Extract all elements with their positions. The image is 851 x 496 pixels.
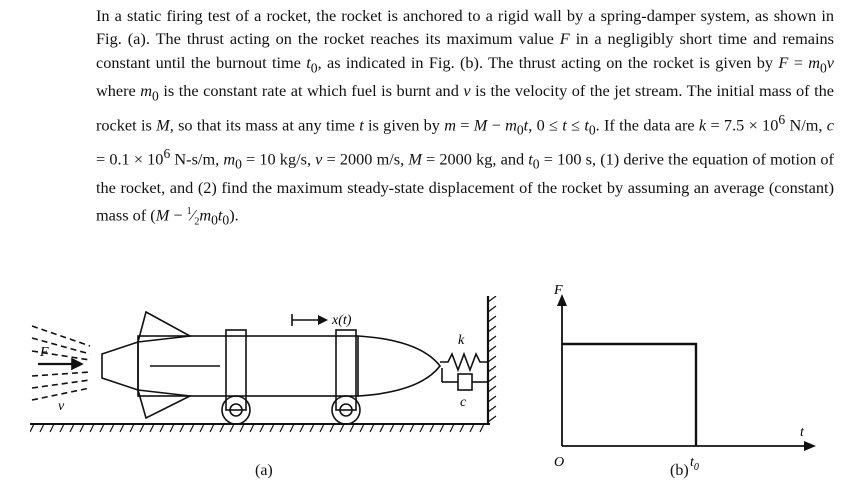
- figure-a: F v x(t) k c (a): [29, 295, 510, 486]
- label-k: k: [458, 333, 465, 348]
- label-v: v: [58, 399, 65, 414]
- figure-b: F t O t0 (b): [530, 280, 830, 486]
- strap-front: [335, 329, 357, 411]
- lower-fin: [136, 389, 193, 420]
- problem-text: In a static firing test of a rocket, the…: [96, 6, 835, 228]
- thrust-arrowhead: [71, 357, 84, 371]
- y-arrowhead: [557, 294, 567, 306]
- exhaust-line: [31, 337, 91, 355]
- x-arrowhead: [318, 315, 328, 325]
- exhaust-line: [31, 325, 91, 347]
- x-arrowhead: [804, 441, 816, 451]
- ground-hatching: [29, 423, 485, 433]
- axis-label-t: t: [800, 425, 805, 440]
- rocket-body: [137, 335, 359, 397]
- caption-b: (b): [670, 462, 689, 479]
- label-F: F: [39, 345, 49, 360]
- t0-label: t0: [690, 455, 699, 473]
- wheel-rear-hub: [229, 403, 243, 417]
- rocket-diagram: F v x(t) k c: [29, 295, 497, 433]
- label-x: x(t): [331, 313, 352, 328]
- nozzle: [101, 340, 139, 392]
- caption-a: (a): [255, 462, 273, 479]
- nose-cone: [357, 335, 442, 397]
- problem-statement: In a static firing test of a rocket, the…: [96, 4, 834, 234]
- origin-label: O: [554, 455, 564, 470]
- label-c: c: [460, 395, 467, 410]
- exhaust-line: [31, 379, 91, 389]
- exhaust-line: [31, 371, 91, 377]
- spring: [440, 351, 488, 373]
- damper-cylinder: [457, 373, 473, 391]
- strap-rear: [225, 329, 247, 411]
- thrust-plot: F t O t0: [553, 283, 816, 473]
- wheel-front-hub: [339, 403, 353, 417]
- upper-fin: [136, 310, 193, 343]
- axis-label-F: F: [553, 283, 563, 298]
- wall-hatching: [487, 295, 497, 423]
- thrust-pulse: [562, 342, 698, 446]
